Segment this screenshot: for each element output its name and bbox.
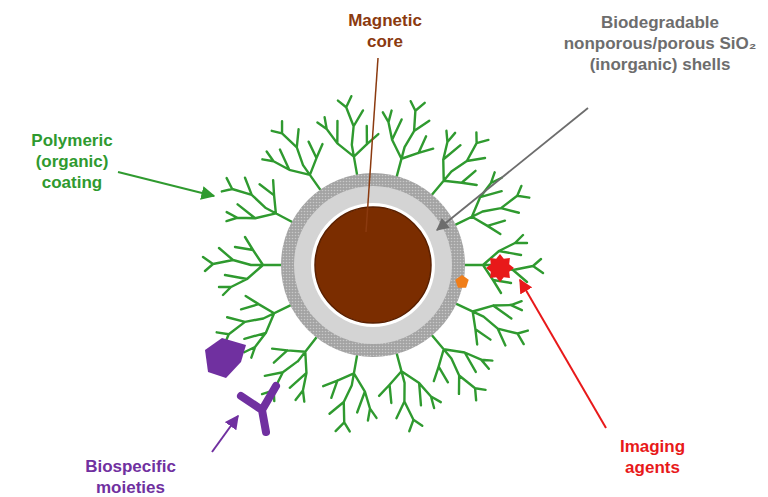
polymer-coating [203, 93, 543, 438]
imaging-leader-arrow [520, 280, 606, 428]
polymer-branch [203, 237, 281, 295]
polymer-branch [316, 351, 387, 438]
shell-label: Biodegradable nonporous/porous SiO₂ (ino… [560, 12, 760, 75]
polymer-branch [465, 235, 543, 293]
imaging-label: Imaging agents [605, 436, 700, 478]
shell-leader-arrow [437, 108, 588, 230]
polymer-branch [368, 93, 444, 183]
imaging-agent-star [486, 254, 514, 282]
antibody-moiety [241, 386, 276, 432]
moiety-leader-arrow [212, 416, 238, 452]
moiety-label: Biospecific moieties [78, 456, 183, 497]
magnetic-core [315, 207, 431, 323]
coating-leader-arrow [118, 172, 214, 196]
coating-label: Polymeric (organic) coating [22, 130, 122, 193]
biospecific-moiety [205, 338, 246, 378]
core-leader-line [366, 58, 378, 232]
inner-silica-shell [294, 186, 452, 344]
imaging-agent-small [455, 275, 468, 288]
outer-silica-shell [281, 173, 465, 357]
core-label: Magnetic core [330, 10, 440, 52]
shell-gap [311, 203, 435, 327]
polymer-branch [370, 346, 446, 436]
